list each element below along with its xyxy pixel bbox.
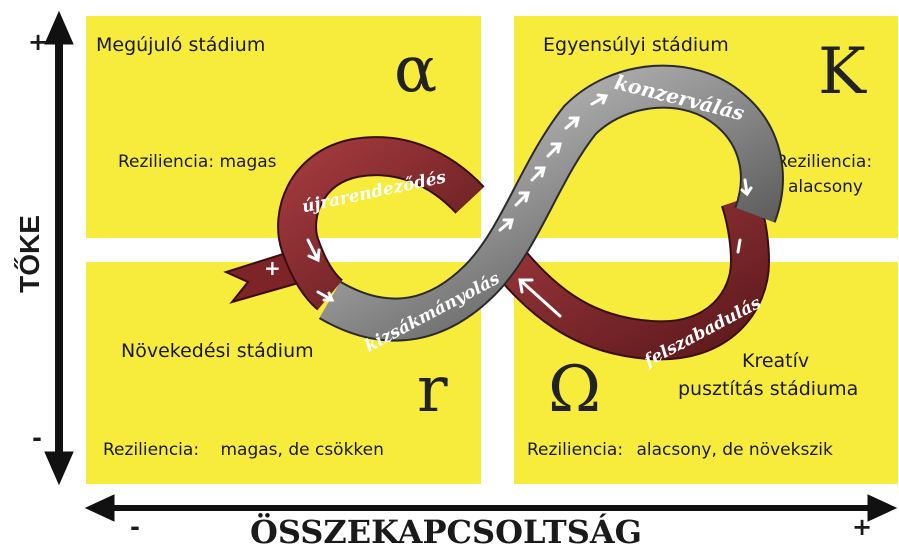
x-plus-sign: + [852,513,872,541]
ribbon-plus-mark: + [264,256,281,280]
y-plus-sign: + [28,28,48,56]
x-axis-title: ÖSSZEKAPCSOLTSÁG [250,513,642,551]
y-axis [45,12,73,484]
y-minus-sign: - [32,424,42,452]
y-axis-title: TŐKE [14,204,46,304]
x-minus-sign: - [130,513,140,541]
